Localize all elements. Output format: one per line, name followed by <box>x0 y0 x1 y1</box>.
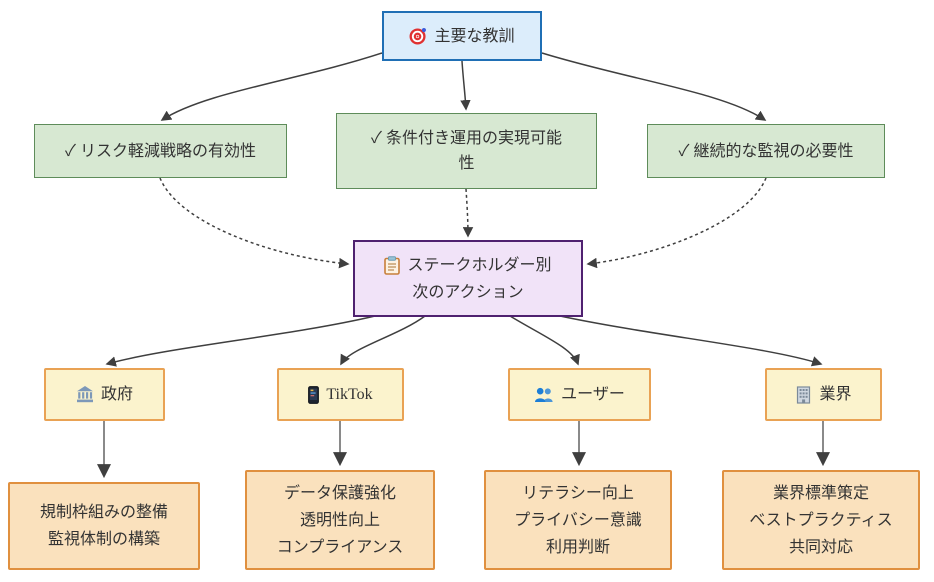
lesson-label: ✓ リスク軽減戦略の有効性 <box>65 142 256 160</box>
stakeholder-node-industry: 業界 <box>765 368 882 421</box>
edge-hub-to-stakeholder-2 <box>340 315 426 366</box>
lesson-node-risk-mitigation: ✓ リスク軽減戦略の有効性 <box>34 124 287 178</box>
lesson-node-continuous-monitoring: ✓ 継続的な監視の必要性 <box>647 124 885 178</box>
action-line: コンプライアンス <box>276 538 404 556</box>
stakeholder-node-users: ユーザー <box>508 368 651 421</box>
lesson-node-conditional-operation: ✓ 条件付き運用の実現可能性 <box>336 113 597 189</box>
stakeholder-label: 政府 <box>100 386 133 403</box>
action-line: リテラシー向上 <box>522 484 634 502</box>
action-node-industry: 業界標準策定 ベストプラクティス 共同対応 <box>722 470 920 570</box>
action-node-tiktok: データ保護強化 透明性向上 コンプライアンス <box>245 470 435 570</box>
edge-lesson-3-to-hub <box>586 177 767 269</box>
action-line: プライバシー意識 <box>514 511 642 529</box>
bank-icon <box>76 386 94 403</box>
action-line: ベストプラクティス <box>749 511 893 529</box>
stakeholder-label: TikTok <box>326 386 373 403</box>
stakeholder-label: 業界 <box>819 386 852 403</box>
lesson-label: ✓ 条件付き運用の実現可能性 <box>371 130 562 172</box>
edge-root-to-lesson-3 <box>541 52 767 121</box>
target-icon <box>409 27 427 45</box>
edge-hub-to-stakeholder-4 <box>559 315 823 367</box>
phone-icon <box>308 385 320 404</box>
hub-node-next-actions: ステークホルダー別 次のアクション <box>353 240 583 317</box>
action-line: 透明性向上 <box>299 511 380 529</box>
lesson-label: ✓ 継続的な監視の必要性 <box>678 142 854 160</box>
action-line: データ保護強化 <box>283 484 396 502</box>
stakeholder-node-tiktok: TikTok <box>277 368 404 421</box>
edge-root-to-lesson-1 <box>160 52 383 121</box>
hub-label-line2: 次のアクション <box>412 283 524 301</box>
action-line: 共同対応 <box>788 538 853 556</box>
clipboard-icon <box>384 255 401 275</box>
action-line: 業界標準策定 <box>772 484 869 502</box>
action-node-users: リテラシー向上 プライバシー意識 利用判断 <box>484 470 672 570</box>
users-icon <box>534 387 554 403</box>
building-icon <box>795 385 812 404</box>
action-line: 監視体制の構築 <box>47 531 160 548</box>
root-label: 主要な教訓 <box>434 27 515 45</box>
edge-lesson-1-to-hub <box>159 177 350 269</box>
action-node-government: 規制枠組みの整備 監視体制の構築 <box>8 482 200 570</box>
edge-root-to-lesson-2 <box>460 60 471 111</box>
hub-label-line1: ステークホルダー別 <box>407 256 552 274</box>
edge-hub-to-stakeholder-1 <box>105 315 376 367</box>
action-line: 規制枠組みの整備 <box>39 504 168 521</box>
edge-hub-to-stakeholder-3 <box>509 315 580 366</box>
action-line: 利用判断 <box>545 538 610 556</box>
root-node-key-lessons: 主要な教訓 <box>382 11 542 61</box>
edge-lesson-2-to-hub <box>462 188 474 238</box>
stakeholder-node-government: 政府 <box>44 368 165 421</box>
stakeholder-label: ユーザー <box>561 386 625 403</box>
